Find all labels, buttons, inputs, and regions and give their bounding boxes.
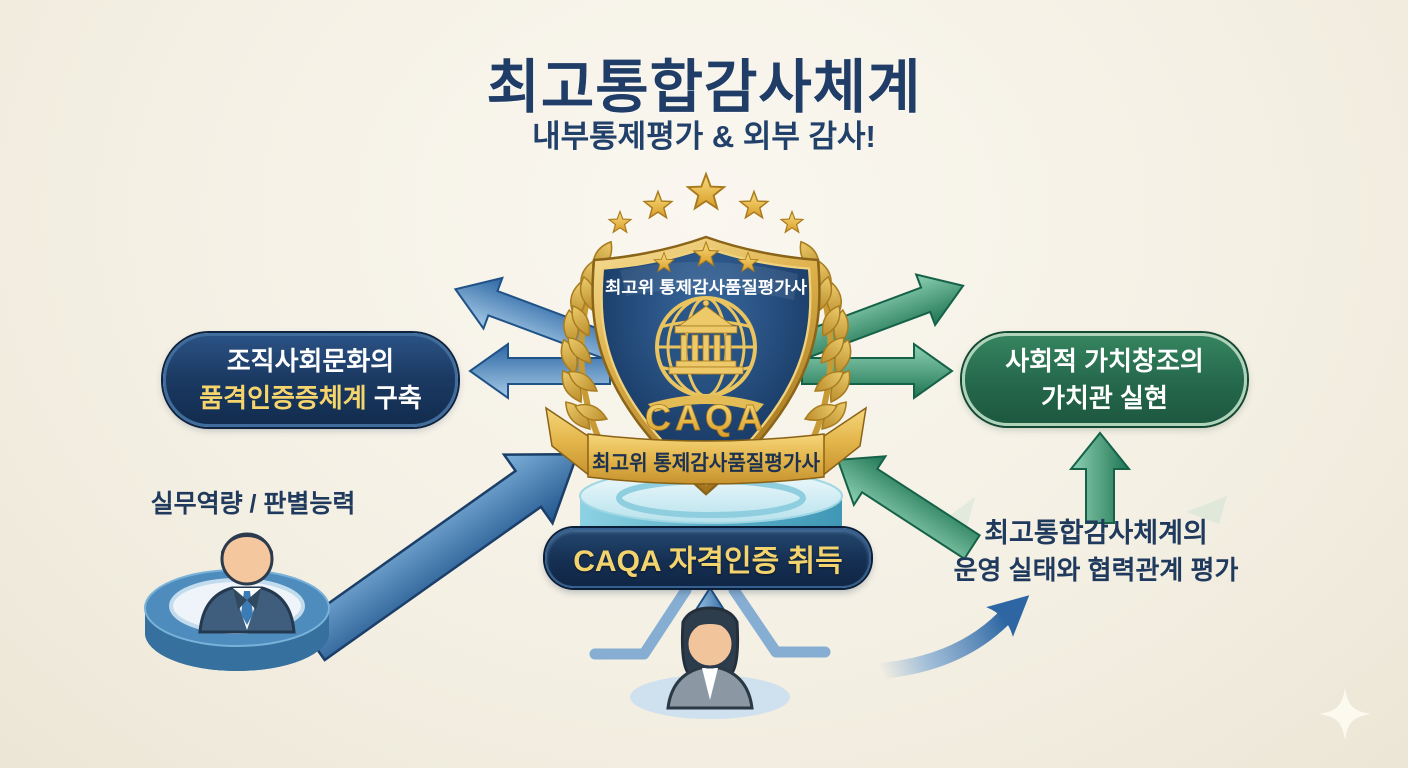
caqa-badge: 최고위 통제감사품질평가사 bbox=[544, 173, 868, 496]
left-person-label: 실무역량 / 판별능력 bbox=[150, 490, 356, 518]
arrow-curved-up bbox=[872, 595, 1030, 679]
achievement-pill: CAQA 자격인증 취득 bbox=[545, 528, 871, 588]
prong-lines bbox=[589, 584, 831, 660]
left-box-highlight: 품격인증증체계 bbox=[199, 383, 367, 413]
arrow-badge-to-left bbox=[468, 342, 611, 400]
right-box-line2: 가치관 실현 bbox=[1041, 382, 1168, 413]
badge-top-label: 최고위 통제감사품질평가사 bbox=[605, 277, 808, 297]
arrow-person-to-badge bbox=[297, 452, 580, 662]
badge-ribbon-label: 최고위 통제감사품질평가사 bbox=[592, 452, 821, 475]
badge-stars bbox=[608, 173, 804, 233]
right-note: 최고통합감사체계의 운영 실태와 협력관계 평가 bbox=[928, 515, 1264, 589]
left-box-line1: 조직사회문화의 bbox=[226, 346, 395, 376]
badge-acronym: CAQA bbox=[645, 397, 767, 438]
female-avatar bbox=[630, 606, 790, 719]
male-avatar bbox=[198, 532, 296, 634]
page-title: 최고통합감사체계 bbox=[486, 55, 922, 120]
right-box-line1: 사회적 가치창조의 bbox=[1005, 345, 1204, 376]
ribbon-banner: 최고위 통제감사품질평가사 bbox=[544, 406, 868, 485]
left-benefit-box: 조직사회문화의 품격인증증체계 구축 bbox=[163, 333, 458, 427]
right-note-line2: 운영 실태와 협력관계 평가 bbox=[953, 555, 1239, 585]
arrow-note-to-right-box bbox=[1068, 431, 1132, 524]
sparkle-icon bbox=[1319, 688, 1371, 740]
building-icon bbox=[668, 299, 744, 375]
right-benefit-box: 사회적 가치창조의 가치관 실현 bbox=[962, 333, 1247, 426]
left-box-line2: 품격인증증체계 구축 bbox=[199, 380, 422, 417]
globe-icon bbox=[648, 296, 764, 412]
arrow-note-to-badge bbox=[836, 455, 982, 561]
achievement-label: CAQA 자격인증 취득 bbox=[573, 545, 843, 578]
left-box-rest: 구축 bbox=[366, 383, 422, 413]
page-subtitle: 내부통제평가 & 외부 감사! bbox=[532, 119, 876, 154]
right-note-line1: 최고통합감사체계의 bbox=[984, 518, 1208, 548]
